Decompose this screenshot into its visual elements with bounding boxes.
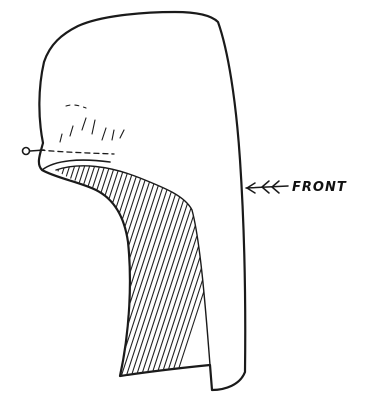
hatch-line (0, 165, 70, 380)
hatch-line (0, 165, 60, 380)
hatch-line (5, 165, 75, 380)
hatch-line (0, 165, 40, 380)
front-loop (23, 148, 30, 155)
hatch-line (15, 165, 85, 380)
hood-outline (39, 12, 245, 390)
fold-line-2 (66, 105, 86, 108)
sketch-strokes (60, 118, 124, 142)
hatch-line (45, 165, 115, 380)
hatch-line (40, 165, 110, 380)
feather-arrow-icon (246, 181, 288, 193)
hatch-line (0, 165, 45, 380)
hatch-line (20, 165, 90, 380)
hatch-line (55, 165, 125, 380)
hatch-line (10, 165, 80, 380)
hatch-line (50, 165, 120, 380)
hatch-line (0, 165, 65, 380)
fold-line-1 (40, 150, 114, 154)
hatch-line (0, 165, 55, 380)
hatch-line (0, 165, 50, 380)
hatch-line (35, 165, 105, 380)
front-label: FRONT (292, 180, 347, 195)
hatch-line (60, 165, 130, 380)
hatch-line (30, 165, 100, 380)
face-opening-line (42, 160, 110, 170)
hatch-line (25, 165, 95, 380)
